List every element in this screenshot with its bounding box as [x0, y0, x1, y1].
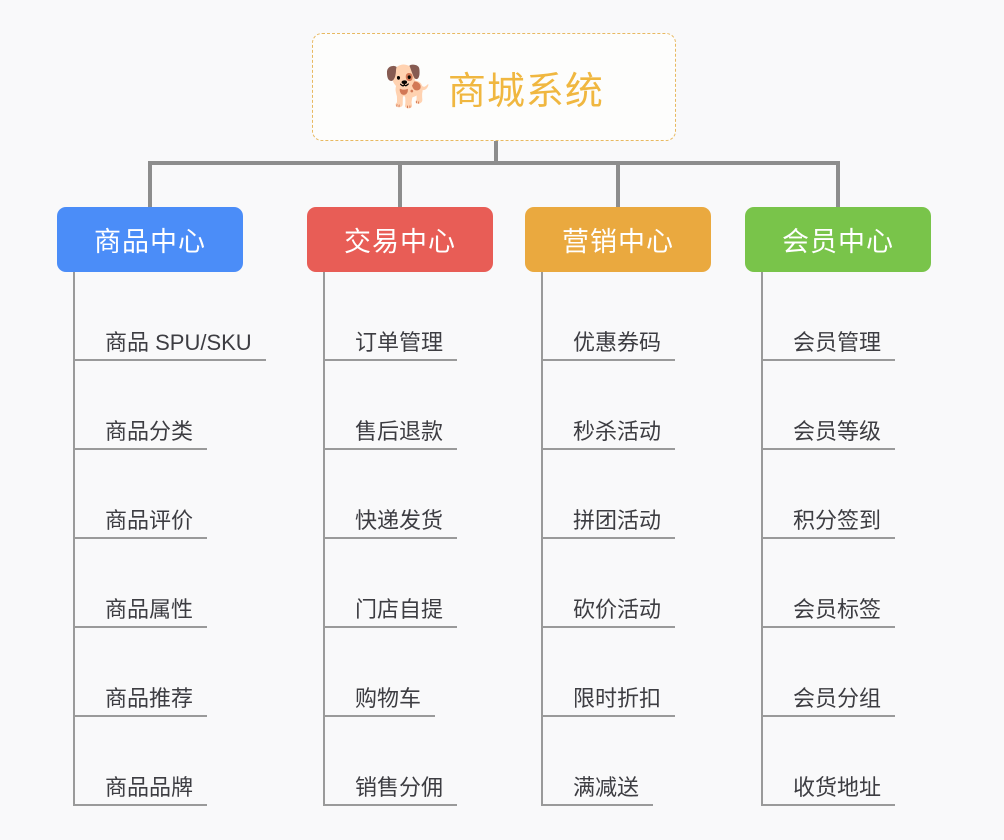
list-item[interactable]: 售后退款 — [325, 361, 493, 450]
list-item-underline — [543, 359, 675, 361]
list-item-underline — [75, 359, 266, 361]
list-item-label: 商品品牌 — [105, 774, 194, 800]
list-item-underline — [763, 359, 895, 361]
list-item-underline — [543, 448, 675, 450]
list-item-label: 商品属性 — [105, 596, 194, 622]
list-item-label: 秒杀活动 — [573, 418, 662, 444]
list-item[interactable]: 会员分组 — [763, 628, 931, 717]
list-item[interactable]: 商品 SPU/SKU — [75, 272, 266, 361]
branch-trade-center: 交易中心 订单管理 售后退款 快递发货 门店自提 购物车 — [307, 207, 493, 806]
branch-children-member-center: 会员管理 会员等级 积分签到 会员标签 会员分组 收货地址 — [761, 272, 931, 806]
branch-header-trade-center[interactable]: 交易中心 — [307, 207, 493, 272]
list-item[interactable]: 优惠券码 — [543, 272, 711, 361]
list-item-label: 会员管理 — [793, 329, 882, 355]
list-item[interactable]: 满减送 — [543, 717, 711, 806]
branch-header-label: 商品中心 — [94, 227, 206, 257]
list-item-underline — [75, 804, 207, 806]
list-item-label: 售后退款 — [355, 418, 444, 444]
branch-header-label: 营销中心 — [562, 227, 674, 257]
list-item-label: 商品 SPU/SKU — [105, 329, 252, 355]
list-item-underline — [763, 626, 895, 628]
list-item[interactable]: 砍价活动 — [543, 539, 711, 628]
list-item-label: 会员分组 — [793, 685, 882, 711]
list-item-label: 满减送 — [573, 774, 640, 800]
branch-children-trade-center: 订单管理 售后退款 快递发货 门店自提 购物车 销售分佣 — [323, 272, 493, 806]
list-item[interactable]: 商品品牌 — [75, 717, 243, 806]
connector-root-stem — [494, 141, 498, 165]
list-item-label: 购物车 — [355, 685, 422, 711]
list-item-label: 收货地址 — [793, 774, 882, 800]
list-item-underline — [325, 448, 457, 450]
root-title: 商城系统 — [447, 70, 604, 113]
list-item-underline — [763, 537, 895, 539]
list-item[interactable]: 商品评价 — [75, 450, 243, 539]
list-item-label: 会员等级 — [793, 418, 882, 444]
branch-children-marketing-center: 优惠券码 秒杀活动 拼团活动 砍价活动 限时折扣 满减送 — [541, 272, 711, 806]
list-item-label: 积分签到 — [793, 507, 882, 533]
connector-drop-member-center — [836, 161, 840, 207]
list-item-underline — [75, 537, 207, 539]
list-item-label: 拼团活动 — [573, 507, 662, 533]
list-item[interactable]: 积分签到 — [763, 450, 931, 539]
branch-header-member-center[interactable]: 会员中心 — [745, 207, 931, 272]
list-item-underline — [543, 715, 675, 717]
list-item[interactable]: 购物车 — [325, 628, 493, 717]
list-item-label: 砍价活动 — [573, 596, 662, 622]
list-item[interactable]: 订单管理 — [325, 272, 493, 361]
list-item[interactable]: 快递发货 — [325, 450, 493, 539]
shiba-dog-face-emoji-icon: 🐕 — [384, 65, 434, 109]
list-item-underline — [325, 626, 457, 628]
branch-header-product-center[interactable]: 商品中心 — [57, 207, 243, 272]
branch-header-label: 交易中心 — [344, 227, 456, 257]
list-item[interactable]: 销售分佣 — [325, 717, 493, 806]
list-item-underline — [763, 448, 895, 450]
connector-drop-product-center — [148, 161, 152, 207]
connector-drop-trade-center — [398, 161, 402, 207]
list-item[interactable]: 限时折扣 — [543, 628, 711, 717]
list-item-underline — [543, 626, 675, 628]
list-item[interactable]: 会员标签 — [763, 539, 931, 628]
list-item[interactable]: 商品推荐 — [75, 628, 243, 717]
list-item-underline — [325, 804, 457, 806]
list-item[interactable]: 会员管理 — [763, 272, 931, 361]
list-item[interactable]: 商品属性 — [75, 539, 243, 628]
list-item-underline — [75, 715, 207, 717]
branch-header-label: 会员中心 — [782, 227, 894, 257]
list-item-underline — [763, 715, 895, 717]
list-item-label: 订单管理 — [355, 329, 444, 355]
list-item[interactable]: 商品分类 — [75, 361, 243, 450]
list-item[interactable]: 秒杀活动 — [543, 361, 711, 450]
list-item-label: 快递发货 — [355, 507, 444, 533]
list-item[interactable]: 门店自提 — [325, 539, 493, 628]
branch-member-center: 会员中心 会员管理 会员等级 积分签到 会员标签 会员分组 — [745, 207, 931, 806]
branch-marketing-center: 营销中心 优惠券码 秒杀活动 拼团活动 砍价活动 限时折扣 — [525, 207, 711, 806]
list-item-label: 商品评价 — [105, 507, 194, 533]
branch-product-center: 商品中心 商品 SPU/SKU 商品分类 商品评价 商品属性 商品推荐 — [57, 207, 266, 806]
branch-children-product-center: 商品 SPU/SKU 商品分类 商品评价 商品属性 商品推荐 商品品牌 — [73, 272, 266, 806]
list-item-underline — [325, 537, 457, 539]
list-item-underline — [325, 715, 435, 717]
list-item-label: 门店自提 — [355, 596, 444, 622]
list-item-underline — [75, 448, 207, 450]
branch-header-marketing-center[interactable]: 营销中心 — [525, 207, 711, 272]
list-item-label: 会员标签 — [793, 596, 882, 622]
list-item-underline — [75, 626, 207, 628]
list-item[interactable]: 拼团活动 — [543, 450, 711, 539]
list-item[interactable]: 会员等级 — [763, 361, 931, 450]
connector-drop-marketing-center — [616, 161, 620, 207]
list-item-underline — [325, 359, 457, 361]
list-item-label: 限时折扣 — [573, 685, 662, 711]
list-item-underline — [763, 804, 895, 806]
list-item-underline — [543, 804, 653, 806]
list-item-label: 商品推荐 — [105, 685, 194, 711]
list-item-label: 商品分类 — [105, 418, 194, 444]
list-item[interactable]: 收货地址 — [763, 717, 931, 806]
list-item-label: 销售分佣 — [355, 774, 444, 800]
connector-horizontal-bar — [148, 161, 840, 165]
list-item-underline — [543, 537, 675, 539]
root-node[interactable]: 🐕 商城系统 — [312, 33, 676, 141]
list-item-label: 优惠券码 — [573, 329, 662, 355]
